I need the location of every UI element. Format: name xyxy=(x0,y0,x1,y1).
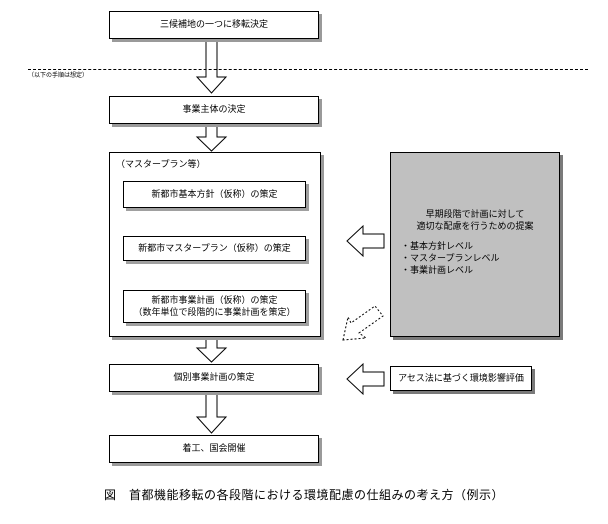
proposal-heading-line1: 早期段階で計画に対して xyxy=(425,210,525,220)
down-arrow-1 xyxy=(195,40,228,94)
left-arrow-proposal xyxy=(346,224,385,258)
down-arrow-3 xyxy=(195,338,228,363)
proposal-item-project-plan: ・事業計画レベル xyxy=(401,266,474,276)
substep-masterplan-label: 新都市マスタープラン（仮称）の策定 xyxy=(138,243,291,254)
substep-project-plan-sublabel: （数年単位で段階的に事業計画を策定） xyxy=(133,307,296,318)
figure-caption: 図 首都機能移転の各段階における環境配慮の仕組みの考え方（例示） xyxy=(103,488,504,502)
substep-masterplan: 新都市マスタープラン（仮称）の策定 xyxy=(123,236,306,261)
substep-basic-policy-label: 新都市基本方針（仮称）の策定 xyxy=(151,189,278,200)
left-arrow-assessment xyxy=(346,362,385,396)
divider-dashed-line xyxy=(28,69,588,70)
step-construction-start: 着工、国会開催 xyxy=(109,435,319,463)
masterplan-container-label: （マスタープラン等） xyxy=(116,160,206,170)
assessment-label: アセス法に基づく環境影響評価 xyxy=(398,373,524,384)
down-arrow-4 xyxy=(195,393,228,434)
substep-project-plan-label: 新都市事業計画（仮称）の策定 xyxy=(151,295,278,306)
substep-project-plan: 新都市事業計画（仮称）の策定 （数年単位で段階的に事業計画を策定） xyxy=(123,290,306,323)
proposal-heading-line2: 適切な配慮を行うための提案 xyxy=(416,222,534,232)
dashed-diagonal-arrow xyxy=(342,305,384,341)
step-construction-start-label: 着工、国会開催 xyxy=(182,444,246,454)
substep-basic-policy: 新都市基本方針（仮称）の策定 xyxy=(123,181,306,208)
step-project-entity-label: 事業主体の決定 xyxy=(182,105,246,115)
step-project-entity: 事業主体の決定 xyxy=(109,96,319,124)
proposal-heading: 早期段階で計画に対して 適切な配慮を行うための提案 xyxy=(391,209,559,233)
proposal-item-basic-policy: ・基本方針レベル xyxy=(401,242,474,252)
procedure-note: （以下の手順は想定） xyxy=(28,72,89,79)
proposal-box: 早期段階で計画に対して 適切な配慮を行うための提案 ・基本方針レベル ・マスター… xyxy=(390,152,560,337)
assessment-box: アセス法に基づく環境影響評価 xyxy=(390,366,532,391)
step-individual-plan-label: 個別事業計画の策定 xyxy=(173,373,255,383)
step-individual-plan: 個別事業計画の策定 xyxy=(109,364,319,392)
proposal-list: ・基本方針レベル ・マスタープランレベル ・事業計画レベル xyxy=(401,241,499,277)
down-arrow-2 xyxy=(195,125,228,152)
step-relocation-decision-label: 三候補地の一つに移転決定 xyxy=(159,20,268,30)
proposal-item-masterplan: ・マスタープランレベル xyxy=(401,254,500,264)
step-relocation-decision: 三候補地の一つに移転決定 xyxy=(109,11,319,39)
